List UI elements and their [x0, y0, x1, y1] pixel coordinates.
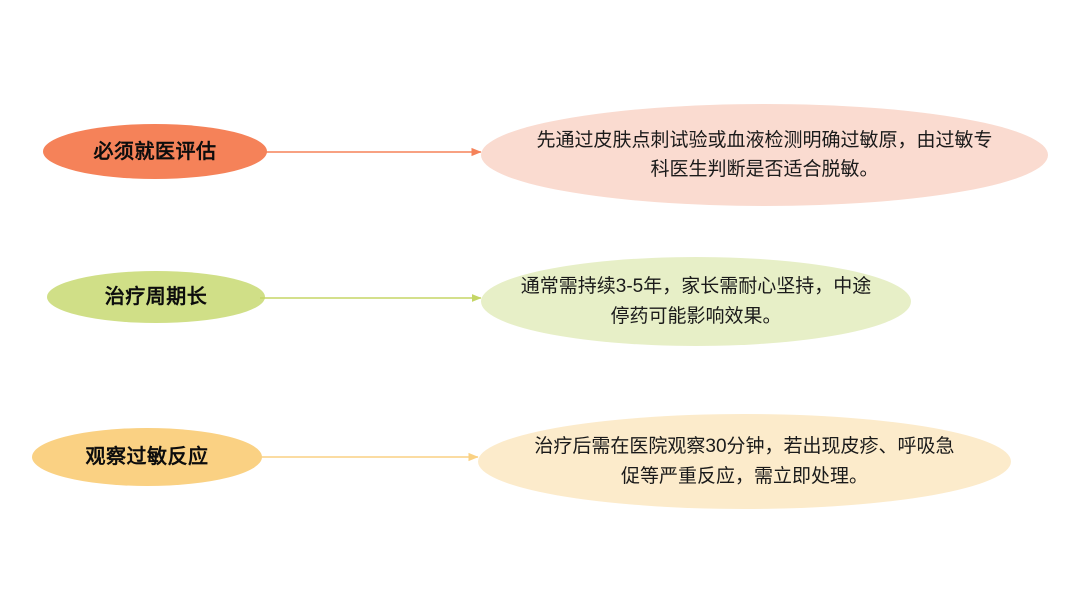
label-text-3: 观察过敏反应	[85, 446, 209, 468]
connector-arrow-3	[257, 450, 489, 464]
label-text-1: 必须就医评估	[93, 140, 217, 163]
description-ellipse-3: 治疗后需在医院观察30分钟，若出现皮疹、呼吸急促等严重反应，需立即处理。	[478, 414, 1011, 509]
diagram-row-1: 必须就医评估 先通过皮肤点刺试验或血液检测明确过敏原，由过敏专科医生判断是否适合…	[0, 0, 1080, 230]
label-ellipse-2[interactable]: 治疗周期长	[47, 271, 265, 323]
label-ellipse-1[interactable]: 必须就医评估	[43, 124, 267, 179]
description-ellipse-2: 通常需持续3-5年，家长需耐心坚持，中途停药可能影响效果。	[481, 257, 911, 346]
label-ellipse-3[interactable]: 观察过敏反应	[32, 428, 262, 486]
description-text-2: 通常需持续3-5年，家长需耐心坚持，中途停药可能影响效果。	[520, 276, 872, 327]
connector-arrow-1	[262, 145, 492, 159]
description-text-3: 治疗后需在医院观察30分钟，若出现皮疹、呼吸急促等严重反应，需立即处理。	[534, 436, 955, 487]
description-ellipse-1: 先通过皮肤点刺试验或血液检测明确过敏原，由过敏专科医生判断是否适合脱敏。	[481, 104, 1048, 206]
connector-arrow-2	[260, 291, 492, 305]
diagram-row-3: 观察过敏反应 治疗后需在医院观察30分钟，若出现皮疹、呼吸急促等严重反应，需立即…	[32, 414, 1011, 509]
label-text-2: 治疗周期长	[104, 286, 208, 308]
description-text-1: 先通过皮肤点刺试验或血液检测明确过敏原，由过敏专科医生判断是否适合脱敏。	[536, 129, 993, 180]
diagram-row-2: 治疗周期长 通常需持续3-5年，家长需耐心坚持，中途停药可能影响效果。	[47, 257, 911, 346]
